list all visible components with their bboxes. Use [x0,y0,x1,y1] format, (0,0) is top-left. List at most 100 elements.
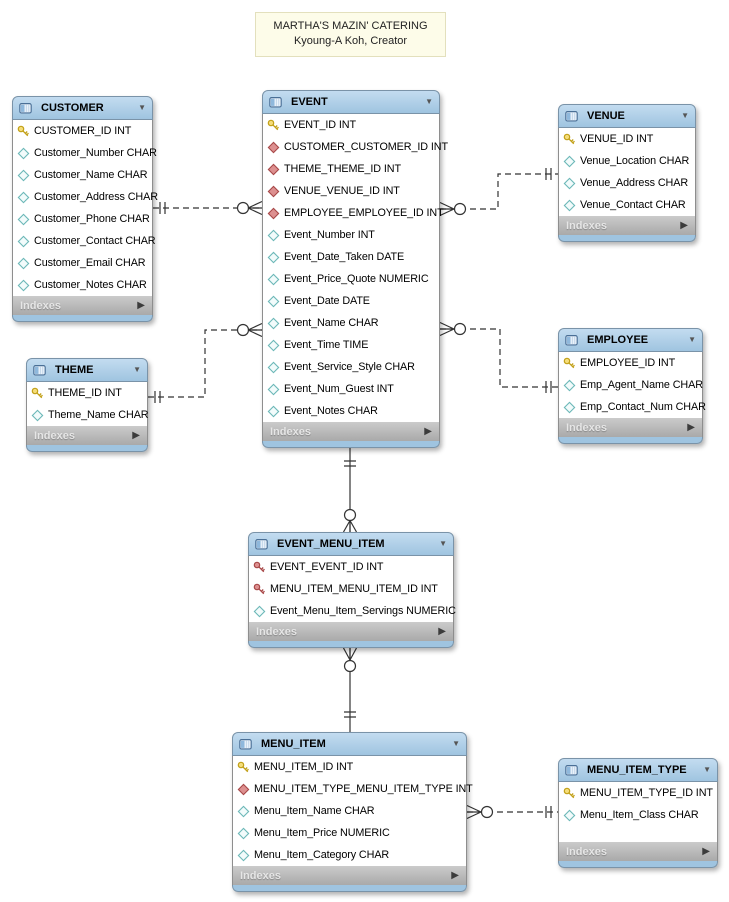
column-row[interactable]: MENU_ITEM_MENU_ITEM_ID INT [249,578,453,600]
column-row[interactable]: Customer_Notes CHAR [13,274,152,296]
table-menu-item-type[interactable]: MENU_ITEM_TYPE ▼ MENU_ITEM_TYPE_ID INT M… [558,758,718,868]
column-row[interactable]: Customer_Email CHAR [13,252,152,274]
expand-arrow-icon[interactable]: ▶ [137,300,145,311]
column-row[interactable]: Event_Number INT [263,224,439,246]
collapse-caret-icon[interactable]: ▼ [681,111,689,120]
relationship-menuitem-menuitemtype[interactable] [466,804,558,820]
column-row[interactable]: CUSTOMER_CUSTOMER_ID INT [263,136,448,158]
column-row[interactable]: Menu_Item_Price NUMERIC [233,822,466,844]
expand-arrow-icon[interactable]: ▶ [132,430,140,441]
indexes-footer[interactable]: Indexes▶ [558,842,718,861]
collapse-caret-icon[interactable]: ▼ [425,97,433,106]
column-row[interactable]: Emp_Agent_Name CHAR [559,374,703,396]
column-row[interactable]: EVENT_ID INT [263,114,439,136]
column-row[interactable]: Menu_Item_Class CHAR [559,804,717,826]
indexes-footer[interactable]: Indexes▶ [262,422,440,441]
column-row[interactable]: Event_Name CHAR [263,312,439,334]
column-row[interactable]: Event_Notes CHAR [263,400,439,422]
attribute-icon [563,809,576,822]
table-icon [269,96,282,109]
column-row[interactable]: Event_Date DATE [263,290,439,312]
column-row[interactable]: Event_Price_Quote NUMERIC [263,268,439,290]
relationship-venue-event[interactable] [439,168,558,217]
column-row[interactable]: Theme_Name CHAR [27,404,149,426]
diagram-title-note[interactable]: MARTHA'S MAZIN' CATERING Kyoung-A Koh, C… [255,12,446,57]
attribute-icon [267,383,280,396]
table-employee[interactable]: EMPLOYEE ▼ EMPLOYEE_ID INT Emp_Agent_Nam… [558,328,706,444]
column-row[interactable]: Venue_Location CHAR [559,150,695,172]
column-row[interactable]: Menu_Item_Name CHAR [233,800,466,822]
column-label: Event_Time TIME [284,339,369,351]
indexes-footer[interactable]: Indexes▶ [232,866,467,885]
table-header[interactable]: THEME ▼ [26,358,148,382]
indexes-footer[interactable]: Indexes▶ [12,296,153,315]
table-venue[interactable]: VENUE ▼ VENUE_ID INT Venue_Location CHAR… [558,104,696,242]
column-row[interactable]: Event_Service_Style CHAR [263,356,439,378]
table-event[interactable]: EVENT ▼ EVENT_ID INT CUSTOMER_CUSTOMER_I… [262,90,448,448]
column-row[interactable]: VENUE_VENUE_ID INT [263,180,439,202]
table-event-menu-item[interactable]: EVENT_MENU_ITEM ▼ EVENT_EVENT_ID INT MEN… [248,532,456,648]
table-header[interactable]: CUSTOMER ▼ [12,96,153,120]
table-customer[interactable]: CUSTOMER ▼ CUSTOMER_ID INT Customer_Numb… [12,96,158,322]
table-menu-item[interactable]: MENU_ITEM ▼ MENU_ITEM_ID INT MENU_ITEM_T… [232,732,473,892]
collapse-caret-icon[interactable]: ▼ [439,539,447,548]
expand-arrow-icon[interactable]: ▶ [687,422,695,433]
indexes-footer[interactable]: Indexes▶ [558,418,703,437]
column-label: Customer_Address CHAR [34,191,158,203]
table-theme[interactable]: THEME ▼ THEME_ID INT Theme_Name CHAR Ind… [26,358,149,452]
collapse-caret-icon[interactable]: ▼ [138,103,146,112]
collapse-caret-icon[interactable]: ▼ [688,335,696,344]
indexes-footer[interactable]: Indexes▶ [248,622,454,641]
column-row[interactable]: EVENT_EVENT_ID INT [249,556,453,578]
column-row[interactable]: THEME_ID INT [27,382,147,404]
table-bottom-strip [12,315,153,322]
expand-arrow-icon[interactable]: ▶ [451,870,459,881]
table-header[interactable]: VENUE ▼ [558,104,696,128]
column-row[interactable]: MENU_ITEM_TYPE_MENU_ITEM_TYPE INT [233,778,473,800]
relationship-employee-event[interactable] [439,321,558,394]
relationship-event-eventmenuitem[interactable] [342,448,358,533]
table-header[interactable]: EVENT ▼ [262,90,440,114]
relationship-menuitem-eventmenuitem[interactable] [342,647,358,732]
table-header[interactable]: MENU_ITEM_TYPE ▼ [558,758,718,782]
column-row[interactable]: Customer_Address CHAR [13,186,158,208]
column-row[interactable]: Customer_Phone CHAR [13,208,152,230]
foreign-key-icon [237,783,250,796]
column-row[interactable]: Menu_Item_Category CHAR [233,844,466,866]
column-row[interactable]: CUSTOMER_ID INT [13,120,152,142]
collapse-caret-icon[interactable]: ▼ [703,765,711,774]
expand-arrow-icon[interactable]: ▶ [438,626,446,637]
attribute-icon [31,409,44,422]
note-line-1: MARTHA'S MAZIN' CATERING [273,20,428,32]
table-header[interactable]: EVENT_MENU_ITEM ▼ [248,532,454,556]
expand-arrow-icon[interactable]: ▶ [702,846,710,857]
column-row[interactable]: Venue_Contact CHAR [559,194,695,216]
column-row[interactable]: Customer_Contact CHAR [13,230,156,252]
indexes-footer[interactable]: Indexes▶ [558,216,696,235]
relationship-theme-event[interactable] [148,322,263,404]
column-row[interactable]: Event_Menu_Item_Servings NUMERIC [249,600,456,622]
indexes-footer[interactable]: Indexes▶ [26,426,148,445]
expand-arrow-icon[interactable]: ▶ [424,426,432,437]
column-row[interactable]: EMPLOYEE_EMPLOYEE_ID INT [263,202,444,224]
column-label: Customer_Number CHAR [34,147,157,159]
table-header[interactable]: EMPLOYEE ▼ [558,328,703,352]
column-row[interactable]: Customer_Number CHAR [13,142,157,164]
column-row[interactable]: Event_Num_Guest INT [263,378,439,400]
column-row[interactable]: MENU_ITEM_TYPE_ID INT [559,782,717,804]
column-row[interactable]: Event_Time TIME [263,334,439,356]
column-row[interactable]: EMPLOYEE_ID INT [559,352,702,374]
column-row[interactable]: Event_Date_Taken DATE [263,246,439,268]
column-row[interactable]: Customer_Name CHAR [13,164,152,186]
column-row[interactable]: MENU_ITEM_ID INT [233,756,466,778]
collapse-caret-icon[interactable]: ▼ [452,739,460,748]
collapse-caret-icon[interactable]: ▼ [133,365,141,374]
relationship-customer-event[interactable] [153,200,263,216]
expand-arrow-icon[interactable]: ▶ [680,220,688,231]
column-row[interactable]: VENUE_ID INT [559,128,695,150]
column-row[interactable]: Emp_Contact_Num CHAR [559,396,706,418]
table-header[interactable]: MENU_ITEM ▼ [232,732,467,756]
column-row[interactable]: THEME_THEME_ID INT [263,158,439,180]
column-row[interactable]: Venue_Address CHAR [559,172,695,194]
